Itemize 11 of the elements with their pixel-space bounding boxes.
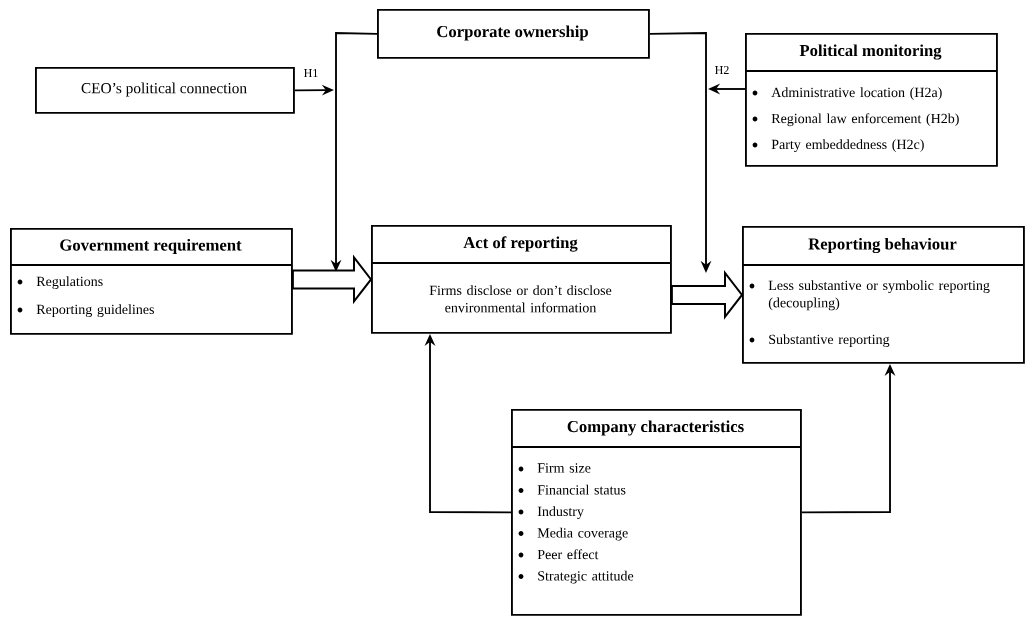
block-arrow [291,254,373,305]
box: CEO’s political connection [35,67,295,114]
box: Corporate ownership [377,9,650,59]
titled-box: Government requirement Regulations Reporting guidelines [9,228,293,335]
edge-label: H1 [302,67,320,79]
titled-box: Company characteristics Firm size Financial status Industry Media coverage Peer effect Strategic attitude [510,409,802,616]
titled-box: Act of reporting Firms disclose or don’t disclose environmental information [370,225,672,334]
titled-box: Political monitoring Administrative location (H2a) Regional law enforcement (H2b) Party embeddedness (H2c) [744,33,998,167]
block-arrow [670,270,744,320]
titled-box: Reporting behaviour Less substantive or symbolic reporting (decoupling) Substantive reporting [741,226,1025,364]
edge-label: H2 [713,64,731,76]
